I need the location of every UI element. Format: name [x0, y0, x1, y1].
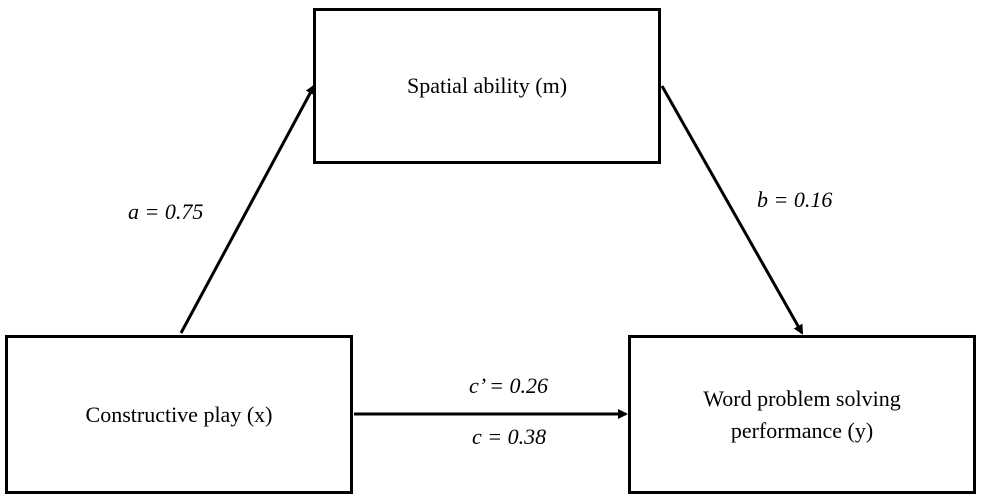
path-b-symbol: b	[757, 187, 768, 212]
path-c-value: 0.38	[507, 424, 547, 449]
path-b-value: 0.16	[793, 187, 833, 212]
arrow-a-x-to-m	[179, 84, 316, 334]
predictor-label: Constructive play (x)	[85, 401, 273, 427]
path-c-prime-symbol: c’	[469, 373, 484, 398]
outcome-label-line1: Word problem solving	[703, 385, 901, 411]
outcome-box: Word problem solving performance (y)	[628, 335, 976, 494]
path-c-coefficient: c = 0.38	[472, 424, 547, 449]
path-a-value: 0.75	[164, 199, 204, 224]
path-a-symbol: a	[128, 199, 139, 224]
path-c-symbol: c	[472, 424, 482, 449]
path-b-coefficient: b = 0.16	[757, 187, 833, 212]
outcome-label-line2: performance (y)	[730, 417, 874, 443]
mediator-box: Spatial ability (m)	[313, 8, 661, 164]
predictor-box: Constructive play (x)	[5, 335, 353, 494]
path-c-prime-coefficient: c’ = 0.26	[469, 373, 549, 398]
arrow-b-m-to-y	[660, 85, 804, 335]
mediator-label: Spatial ability (m)	[406, 73, 568, 99]
path-c-prime-value: 0.26	[509, 373, 549, 398]
path-a-coefficient: a = 0.75	[128, 199, 204, 224]
